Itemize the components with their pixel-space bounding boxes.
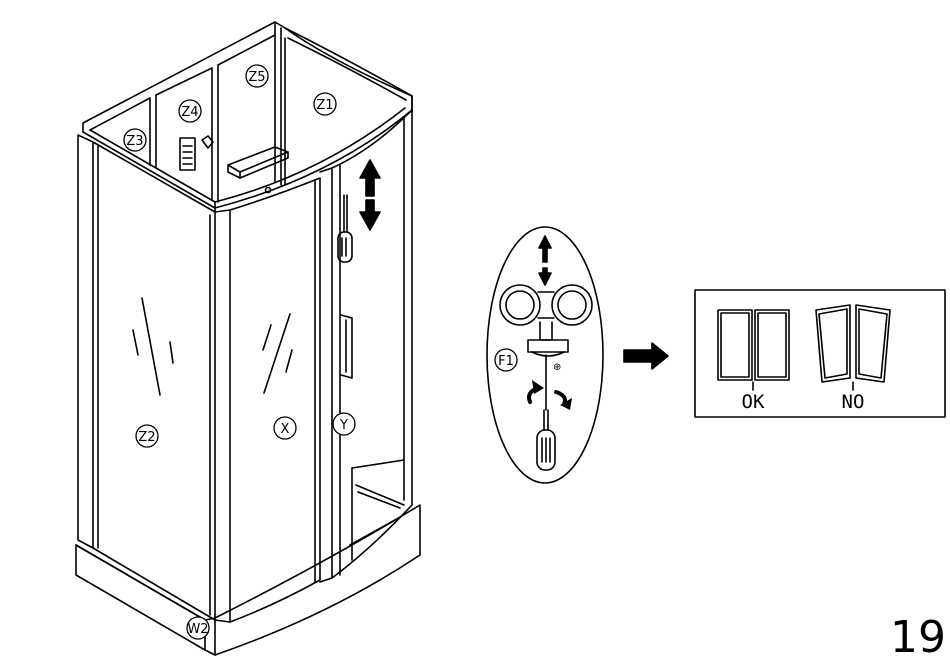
label-x: X	[281, 422, 290, 437]
adjust-arrow-icon	[539, 236, 551, 262]
svg-text:⊕: ⊕	[553, 362, 561, 373]
control-panel	[180, 138, 195, 170]
label-z3: Z3	[126, 134, 143, 149]
up-down-arrow-icon	[360, 160, 380, 196]
label-f1: F1	[498, 354, 514, 369]
roof-frame	[83, 28, 412, 208]
alignment-result-box	[695, 290, 945, 417]
no-label: NO	[842, 391, 865, 413]
label-y: Y	[339, 418, 348, 433]
result-arrow-icon	[624, 343, 668, 369]
ok-door-left	[718, 310, 752, 380]
ok-label: OK	[742, 391, 765, 413]
shower-tray	[76, 505, 420, 655]
ok-door-right	[755, 310, 789, 380]
glass-reflection-marks	[133, 298, 292, 395]
front-panel-x	[215, 210, 230, 622]
label-z4: Z4	[181, 105, 198, 120]
label-z5: Z5	[248, 70, 265, 85]
shower-cabin	[76, 22, 420, 655]
label-z1: Z1	[316, 98, 333, 113]
adjust-cam	[528, 340, 568, 352]
label-z2: Z2	[138, 430, 155, 445]
seat	[228, 147, 288, 172]
label-w2: W2	[187, 622, 208, 637]
detail-screwdriver	[544, 410, 548, 430]
page-number: 19	[890, 612, 946, 660]
side-panel-z2	[78, 135, 93, 548]
sliding-door-y	[320, 168, 332, 582]
